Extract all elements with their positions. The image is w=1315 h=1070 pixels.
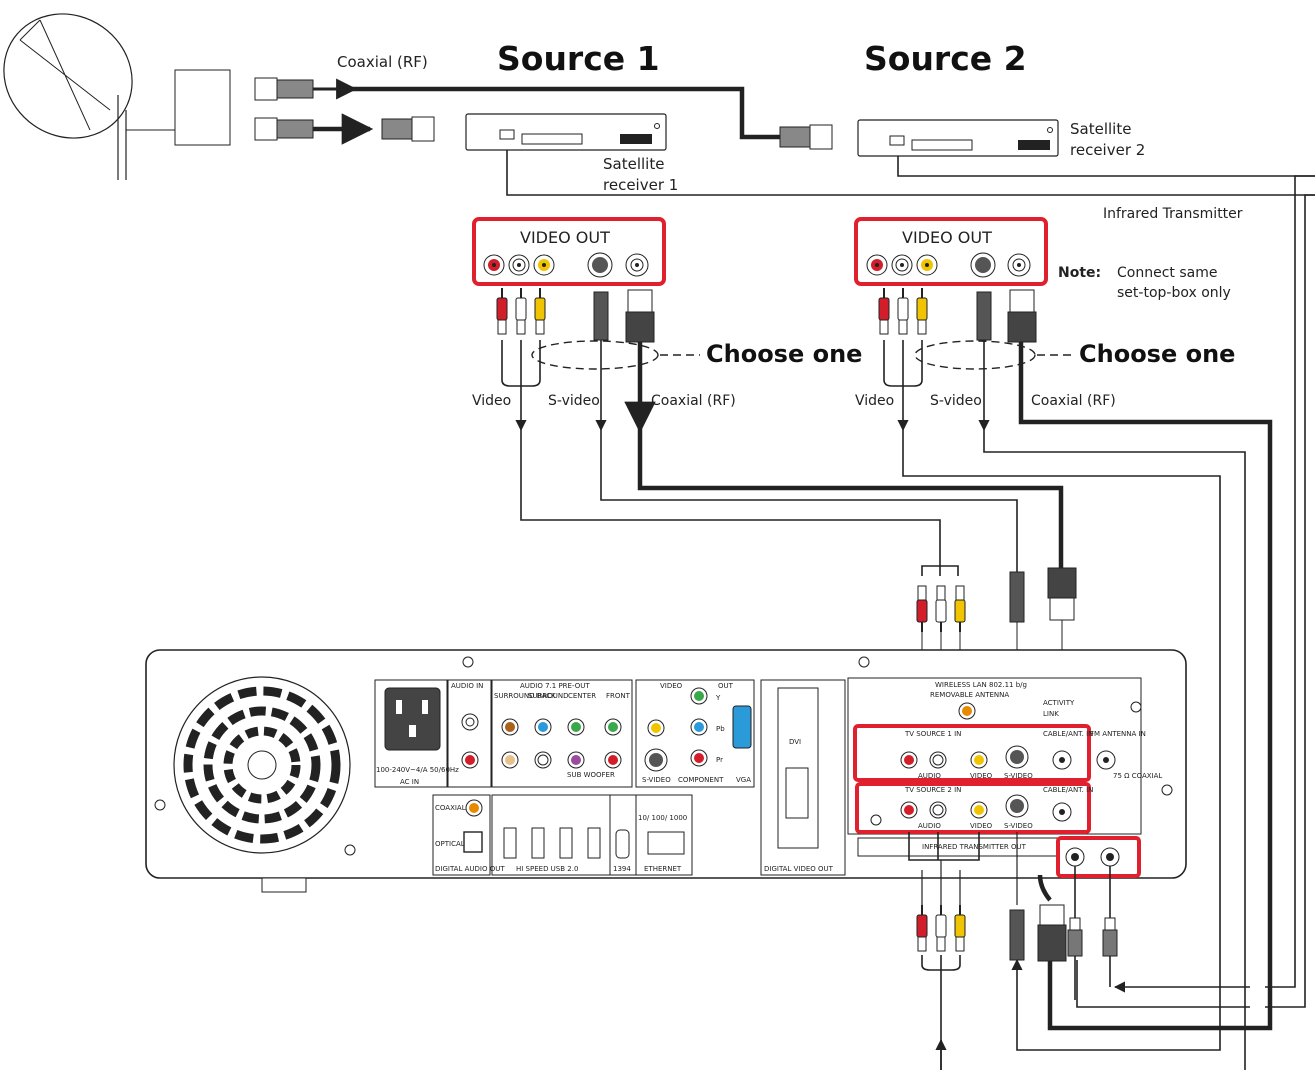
note-line1: Connect same	[1117, 265, 1217, 281]
svg-text:AUDIO 7.1 PRE-OUT: AUDIO 7.1 PRE-OUT	[520, 682, 590, 690]
svg-text:TV SOURCE 1 IN: TV SOURCE 1 IN	[904, 730, 961, 738]
svg-text:OUT: OUT	[718, 682, 734, 690]
satellite-receiver-1	[466, 114, 666, 150]
plugs-into-source2	[917, 905, 1117, 961]
svideo-label-1: S-video	[548, 393, 600, 409]
computer-back-panel: 100-240V~4/A 50/60Hz AC IN AUDIO IN AUDI…	[146, 650, 1186, 892]
svg-text:FRONT: FRONT	[606, 692, 631, 700]
coax-connector-top	[255, 78, 313, 100]
svg-text:VGA: VGA	[736, 776, 751, 784]
svg-text:AC IN: AC IN	[400, 778, 419, 786]
svg-text:CABLE/ANT. IN: CABLE/ANT. IN	[1043, 730, 1093, 738]
svg-text:WIRELESS LAN 802.11 b/g: WIRELESS LAN 802.11 b/g	[935, 681, 1027, 689]
svg-text:Y: Y	[715, 694, 721, 702]
svg-text:VIDEO: VIDEO	[970, 772, 993, 780]
plugs-source1	[497, 288, 654, 342]
ir-line-receiver2	[898, 156, 1315, 176]
svg-text:VIDEO: VIDEO	[660, 682, 683, 690]
fan-grill	[174, 677, 350, 853]
choose-one-2: Choose one	[1079, 340, 1235, 368]
svg-text:FM ANTENNA IN: FM ANTENNA IN	[1090, 730, 1146, 738]
choose-one-1: Choose one	[706, 340, 862, 368]
coaxial-top-label: Coaxial (RF)	[337, 53, 428, 71]
svideo-label-2: S-video	[930, 393, 982, 409]
note-text: Note:	[1058, 265, 1101, 281]
svg-text:VIDEO OUT: VIDEO OUT	[902, 228, 992, 247]
svg-text:COAXIAL: COAXIAL	[435, 804, 466, 812]
svg-text:VIDEO: VIDEO	[970, 822, 993, 830]
plugs-source2	[879, 288, 1036, 342]
svg-text:AUDIO: AUDIO	[918, 772, 941, 780]
svg-text:75 Ω COAXIAL: 75 Ω COAXIAL	[1113, 772, 1162, 780]
receiver2-label-line2: receiver 2	[1070, 141, 1145, 159]
source2-title: Source 2	[864, 39, 1027, 78]
svg-text:TV SOURCE 2 IN: TV SOURCE 2 IN	[904, 786, 961, 794]
video-out-panel-source1: VIDEO OUT	[474, 219, 664, 284]
svg-text:10/ 100/ 1000: 10/ 100/ 1000	[638, 814, 687, 822]
svg-text:ACTIVITY: ACTIVITY	[1043, 699, 1075, 707]
svg-text:ETHERNET: ETHERNET	[644, 865, 682, 873]
note-line2: set-top-box only	[1117, 285, 1231, 301]
svg-text:OPTICAL: OPTICAL	[435, 840, 465, 848]
lnb-splitter-box	[175, 70, 230, 145]
svg-text:SUB WOOFER: SUB WOOFER	[567, 771, 615, 779]
receiver2-label-line1: Satellite	[1070, 120, 1131, 138]
svg-text:SURROUND: SURROUND	[528, 692, 569, 700]
svg-text:DVI: DVI	[789, 738, 801, 746]
coax-label-1: Coaxial (RF)	[651, 393, 736, 409]
svg-text:AUDIO IN: AUDIO IN	[451, 682, 483, 690]
svg-text:COMPONENT: COMPONENT	[678, 776, 724, 784]
receiver1-label-line1: Satellite	[603, 155, 664, 173]
svg-text:S-VIDEO: S-VIDEO	[642, 776, 671, 784]
source1-title: Source 1	[497, 39, 660, 78]
svg-text:HI SPEED USB 2.0: HI SPEED USB 2.0	[516, 865, 578, 873]
svg-text:VIDEO OUT: VIDEO OUT	[520, 228, 610, 247]
svg-text:CENTER: CENTER	[568, 692, 596, 700]
svg-text:1394: 1394	[613, 865, 631, 873]
coax-label-2: Coaxial (RF)	[1031, 393, 1116, 409]
infrared-transmitter-label: Infrared Transmitter	[1103, 206, 1243, 222]
receiver1-label-line2: receiver 1	[603, 176, 678, 194]
coax-connector-source1	[382, 117, 434, 141]
svg-text:CABLE/ANT. IN: CABLE/ANT. IN	[1043, 786, 1093, 794]
video-label-2: Video	[855, 393, 894, 409]
coax-connector-mid	[255, 118, 313, 140]
coax-connector-source2	[780, 125, 832, 149]
svg-text:AUDIO: AUDIO	[918, 822, 941, 830]
svg-text:S-VIDEO: S-VIDEO	[1004, 772, 1033, 780]
svg-text:Pr: Pr	[716, 756, 723, 764]
satellite-receiver-2	[858, 120, 1058, 156]
svg-text:DIGITAL VIDEO OUT: DIGITAL VIDEO OUT	[764, 865, 834, 873]
video-label-1: Video	[472, 393, 511, 409]
svg-text:S-VIDEO: S-VIDEO	[1004, 822, 1033, 830]
svg-text:LINK: LINK	[1043, 710, 1059, 718]
video-out-panel-source2: VIDEO OUT	[856, 219, 1046, 284]
svg-text:REMOVABLE ANTENNA: REMOVABLE ANTENNA	[930, 691, 1009, 699]
svg-text:100-240V~4/A 50/60Hz: 100-240V~4/A 50/60Hz	[376, 766, 459, 774]
svg-text:Pb: Pb	[716, 725, 725, 733]
svg-text:DIGITAL AUDIO OUT: DIGITAL AUDIO OUT	[435, 865, 505, 873]
satellite-dish	[0, 0, 175, 180]
